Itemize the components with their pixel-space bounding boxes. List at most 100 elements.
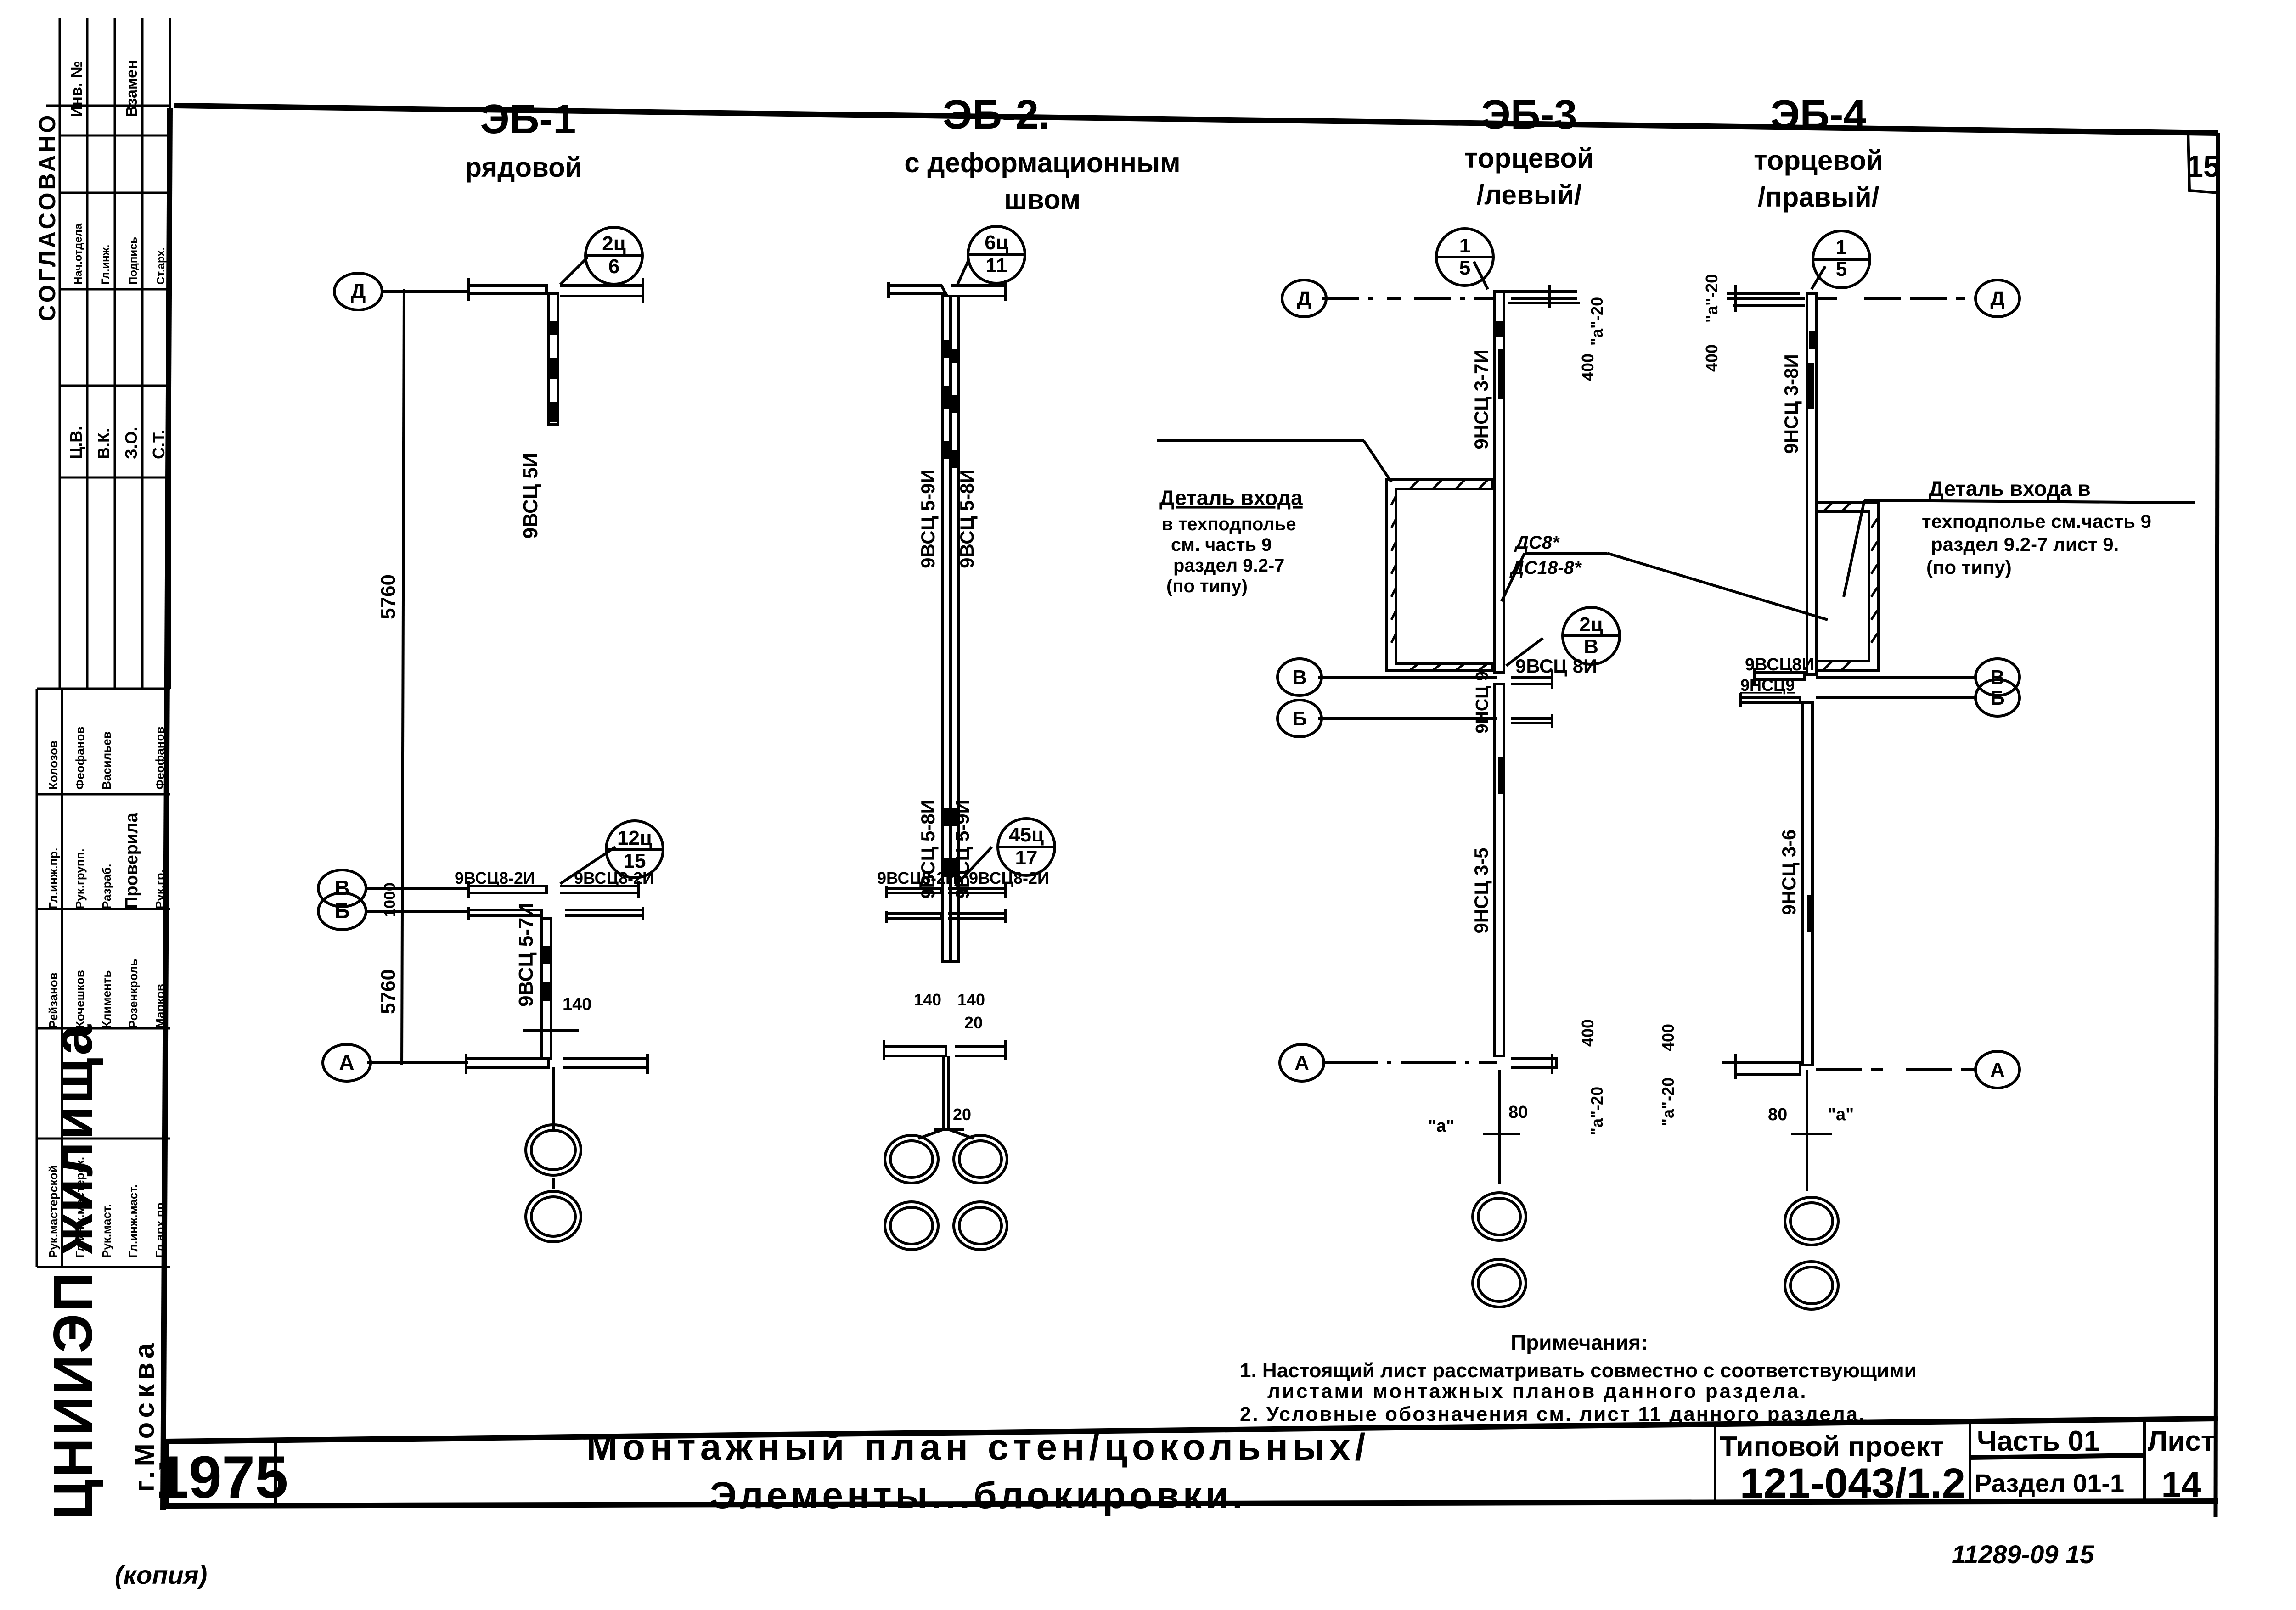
unit-1-callout-2-top: 12ц <box>617 827 652 849</box>
signature-role: Разраб. <box>100 864 113 909</box>
axis-label-V: В <box>334 876 349 900</box>
unit-1-title: ЭБ-1 <box>480 96 576 142</box>
entry-note-line: раздел 9.2-7 лист 9. <box>1931 533 2119 555</box>
unit-2-callout-2-top: 45ц <box>1009 824 1044 846</box>
unit-2-panel-5-group: 9ВСЦ 5-8И <box>917 800 939 899</box>
signature-name: Кочешков <box>73 970 87 1028</box>
signature-rows-group: Рук.мастерской Рейзанов Гл.инж.пр. Колоз… <box>46 727 167 1258</box>
unit-1-dim-2-group: 1000 <box>381 882 399 917</box>
unit-4-panel-1-group: 9НСЦ 3-8И <box>1780 354 1802 454</box>
axis-label-B: Б <box>334 899 349 923</box>
note-item: 2. Условные обозначения см. лист 11 данн… <box>1240 1403 1866 1425</box>
unit-1-dim-3-group: 5760 <box>377 969 400 1014</box>
footer-stamp: 11289-09 15 <box>1952 1540 2094 1569</box>
unit-3-callout-1-bottom: 5 <box>1459 257 1470 279</box>
panel-label: 9ВСЦ 8И <box>1515 655 1597 677</box>
unit-4-plan <box>1722 230 2195 1311</box>
unit-2-callout-1-top: 6ц <box>985 231 1008 254</box>
approval-header-group: СОГЛАСОВАНО <box>34 112 60 321</box>
entry-note-heading: Деталь входа <box>1159 486 1303 510</box>
title-block <box>166 1422 2146 1506</box>
signature-name: Феофанов <box>73 727 87 790</box>
project-number: 121-043/1.2 <box>1740 1460 1965 1507</box>
title-block-top-border <box>165 1416 2218 1444</box>
approval-row-group: Нач.отдела Ц.В. Гл.инж. В.К. Подпись З.О… <box>67 223 168 459</box>
approval-role: Ст.арх. <box>155 247 167 285</box>
signature-role: Рук.гр. <box>153 870 167 909</box>
signature-role: Гл.арх.пр. <box>153 1199 167 1258</box>
unit-4-subtitle-2: /правый/ <box>1758 182 1880 213</box>
axis-label-A: А <box>1990 1059 2005 1081</box>
dimension-label: 20 <box>953 1105 971 1124</box>
dimension-label: "а"-20 <box>1587 297 1606 346</box>
unit-4-dim-3-group: 400 <box>1659 1024 1677 1051</box>
unit-2-subtitle-1: с деформационным <box>904 147 1180 178</box>
organization: ЦНИИЭП жилища <box>42 1023 104 1520</box>
signature-name: Розенкроль <box>126 959 140 1028</box>
panel-label: 9ВСЦ 5-9И <box>917 469 939 568</box>
notes-heading: Примечания: <box>1511 1330 1648 1354</box>
door-label: ДС8* <box>1514 533 1560 553</box>
frame-bottom-border <box>163 1498 2218 1509</box>
organization-group: ЦНИИЭП жилища <box>42 1023 104 1520</box>
panel-label: 9ВСЦ 5-9И <box>951 800 973 899</box>
city: г.Москва <box>129 1339 160 1492</box>
panel-label: 9ВСЦ 5-7И <box>515 903 537 1007</box>
unit-4-dim-2-group: "а"-20 <box>1702 274 1721 323</box>
city-group: г.Москва <box>129 1339 160 1492</box>
sheet-label: Лист <box>2148 1425 2215 1457</box>
drawing-title-line2: Элементы...блокировки. <box>710 1475 1246 1516</box>
unit-1-dim-1-group: 5760 <box>377 574 400 619</box>
unit-1-panel-1-group: 9ВСЦ 5И <box>519 453 542 539</box>
axis-bubble <box>333 272 383 311</box>
panel-label: 9НСЦ 3-7И <box>1470 349 1492 449</box>
approval-initials: Ц.В. <box>67 426 85 459</box>
note-item: 1. Настоящий лист рассматривать совместн… <box>1240 1359 1917 1382</box>
axis-label-V: В <box>1292 666 1307 689</box>
entry-note-line: (по типу) <box>1926 556 2012 578</box>
signature-role: Гл.инж.мастерск. <box>73 1157 87 1258</box>
unit-2-callout-1-bottom: 11 <box>986 254 1007 277</box>
approval-header: СОГЛАСОВАНО <box>34 112 60 321</box>
unit-2-panel-1-group: 9ВСЦ 5-9И <box>917 469 939 568</box>
panel-label: 9ВСЦ8И <box>1745 655 1814 674</box>
unit-2-title: ЭБ-2. <box>943 92 1050 138</box>
dimension-label: "а"-20 <box>1702 274 1721 323</box>
unit-3-subtitle-2: /левый/ <box>1476 180 1581 210</box>
note-item: листами монтажных планов данного раздела… <box>1267 1380 1808 1402</box>
entry-note-line: в техподполье <box>1162 514 1296 534</box>
signature-name: Клименть <box>100 970 113 1028</box>
dimension-label: 80 <box>1508 1103 1528 1122</box>
corner-box <box>2187 130 2218 194</box>
axis-bubble <box>317 869 367 908</box>
panel-label: 9ВСЦ 5-8И <box>956 469 978 568</box>
dimension-label: 20 <box>964 1013 983 1032</box>
unit-3-dim-3-group: 400 <box>1578 1019 1597 1047</box>
panel-label: 9ВСЦ8-2И <box>969 869 1049 887</box>
corner-sheet-number: 15 <box>2186 149 2220 183</box>
frame-right-border <box>2213 133 2220 1518</box>
approval-role: Подпись <box>127 237 140 285</box>
unit-4-dim-4-group: "а"-20 <box>1659 1077 1677 1126</box>
axis-label-D: Д <box>1990 287 2004 310</box>
unit-3-callout-2-bottom: В <box>1584 635 1598 658</box>
unit-4-panel-4-group: 9НСЦ 3-6 <box>1778 829 1800 915</box>
panel-label: 9ВСЦ8-2И <box>574 869 654 887</box>
sheet-number: 14 <box>2161 1464 2201 1504</box>
axis-label-D: Д <box>1297 287 1311 310</box>
approval-col2-group: Взамен <box>123 60 141 117</box>
dimension-label: 400 <box>1702 344 1721 372</box>
unit-3-callout-1-top: 1 <box>1459 235 1470 257</box>
entry-note-line: (по типу) <box>1166 576 1248 596</box>
dimension-label: "а"-20 <box>1659 1077 1677 1126</box>
unit-1-panel-4-group: 9ВСЦ 5-7И <box>515 903 537 1007</box>
unit-1-callout-1-bottom: 6 <box>608 255 619 278</box>
axis-label-D: Д <box>351 279 366 303</box>
signature-role: Гл.инж.пр. <box>46 848 60 909</box>
door-label: ДС18-8* <box>1509 558 1582 578</box>
axis-label-V: В <box>1990 666 2005 689</box>
dimension-label: 80 <box>1768 1105 1787 1124</box>
unit-1-plan <box>317 226 664 1243</box>
unit-3-title: ЭБ-3 <box>1481 92 1577 138</box>
